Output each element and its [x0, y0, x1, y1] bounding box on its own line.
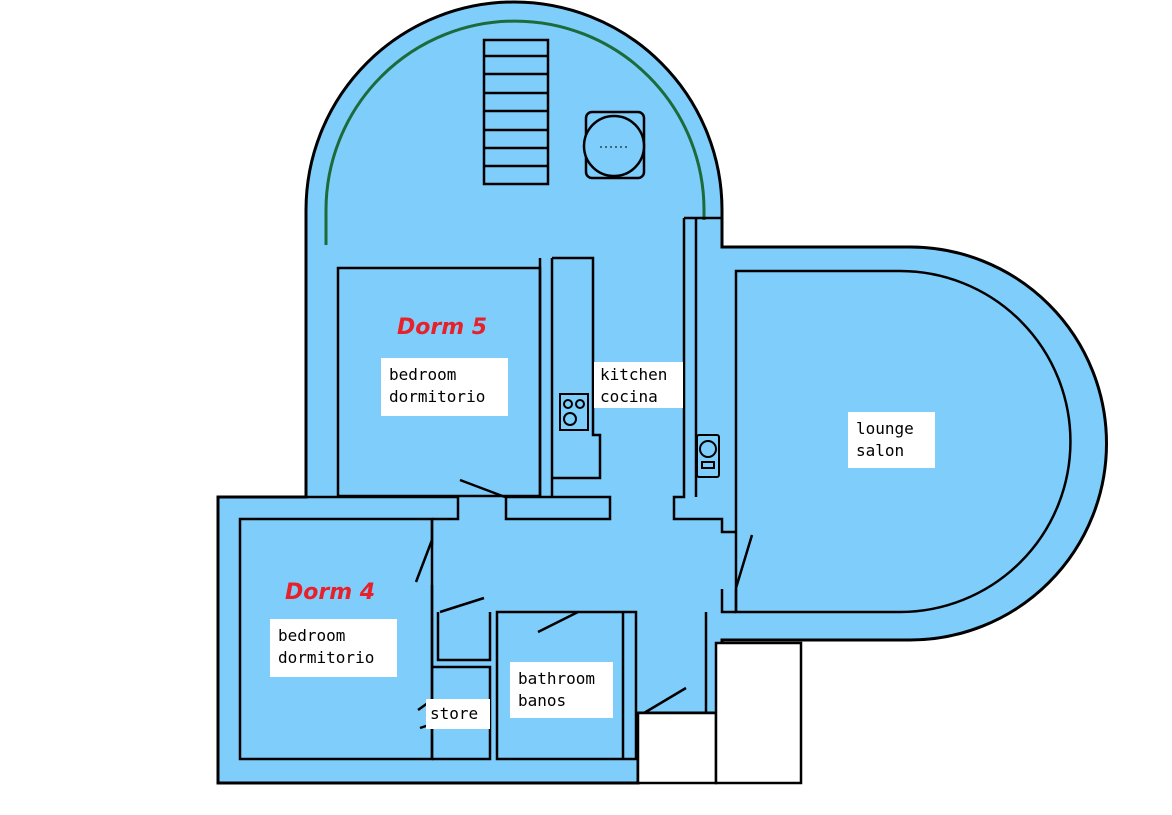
bathroom-label: bathroom banos [510, 662, 613, 718]
stove-icon [559, 393, 589, 431]
dorm5-label-line2: dormitorio [389, 387, 486, 406]
balcony-rail [324, 19, 706, 245]
store-label: store [426, 699, 490, 729]
dorm5-title: Dorm 5 [397, 315, 488, 340]
dorm4-label-line1: bedroom [278, 626, 346, 645]
bathroom-label-line2: banos [518, 691, 567, 710]
lounge-label-line2: salon [856, 441, 905, 460]
staircase [482, 38, 550, 186]
sink-icon [696, 434, 720, 478]
store-label-line1: store [430, 704, 479, 723]
bathroom-label-line1: bathroom [518, 669, 596, 688]
dorm4-label-line2: dormitorio [278, 648, 375, 667]
kitchen-label-line2: cocina [600, 387, 658, 406]
lounge-label-line1: lounge [856, 419, 914, 438]
dorm4-title: Dorm 4 [285, 580, 376, 605]
lounge-label: lounge salon [848, 412, 935, 468]
door-swings [414, 478, 754, 730]
dorm4-label: bedroom dormitorio [270, 619, 397, 677]
kitchen-label: kitchen cocina [594, 362, 683, 408]
dorm5-label: bedroom dormitorio [381, 358, 508, 416]
kitchen-label-line1: kitchen [600, 365, 668, 384]
exterior-areas [636, 641, 803, 785]
round-table [582, 110, 646, 180]
dorm5-label-line1: bedroom [389, 365, 457, 384]
